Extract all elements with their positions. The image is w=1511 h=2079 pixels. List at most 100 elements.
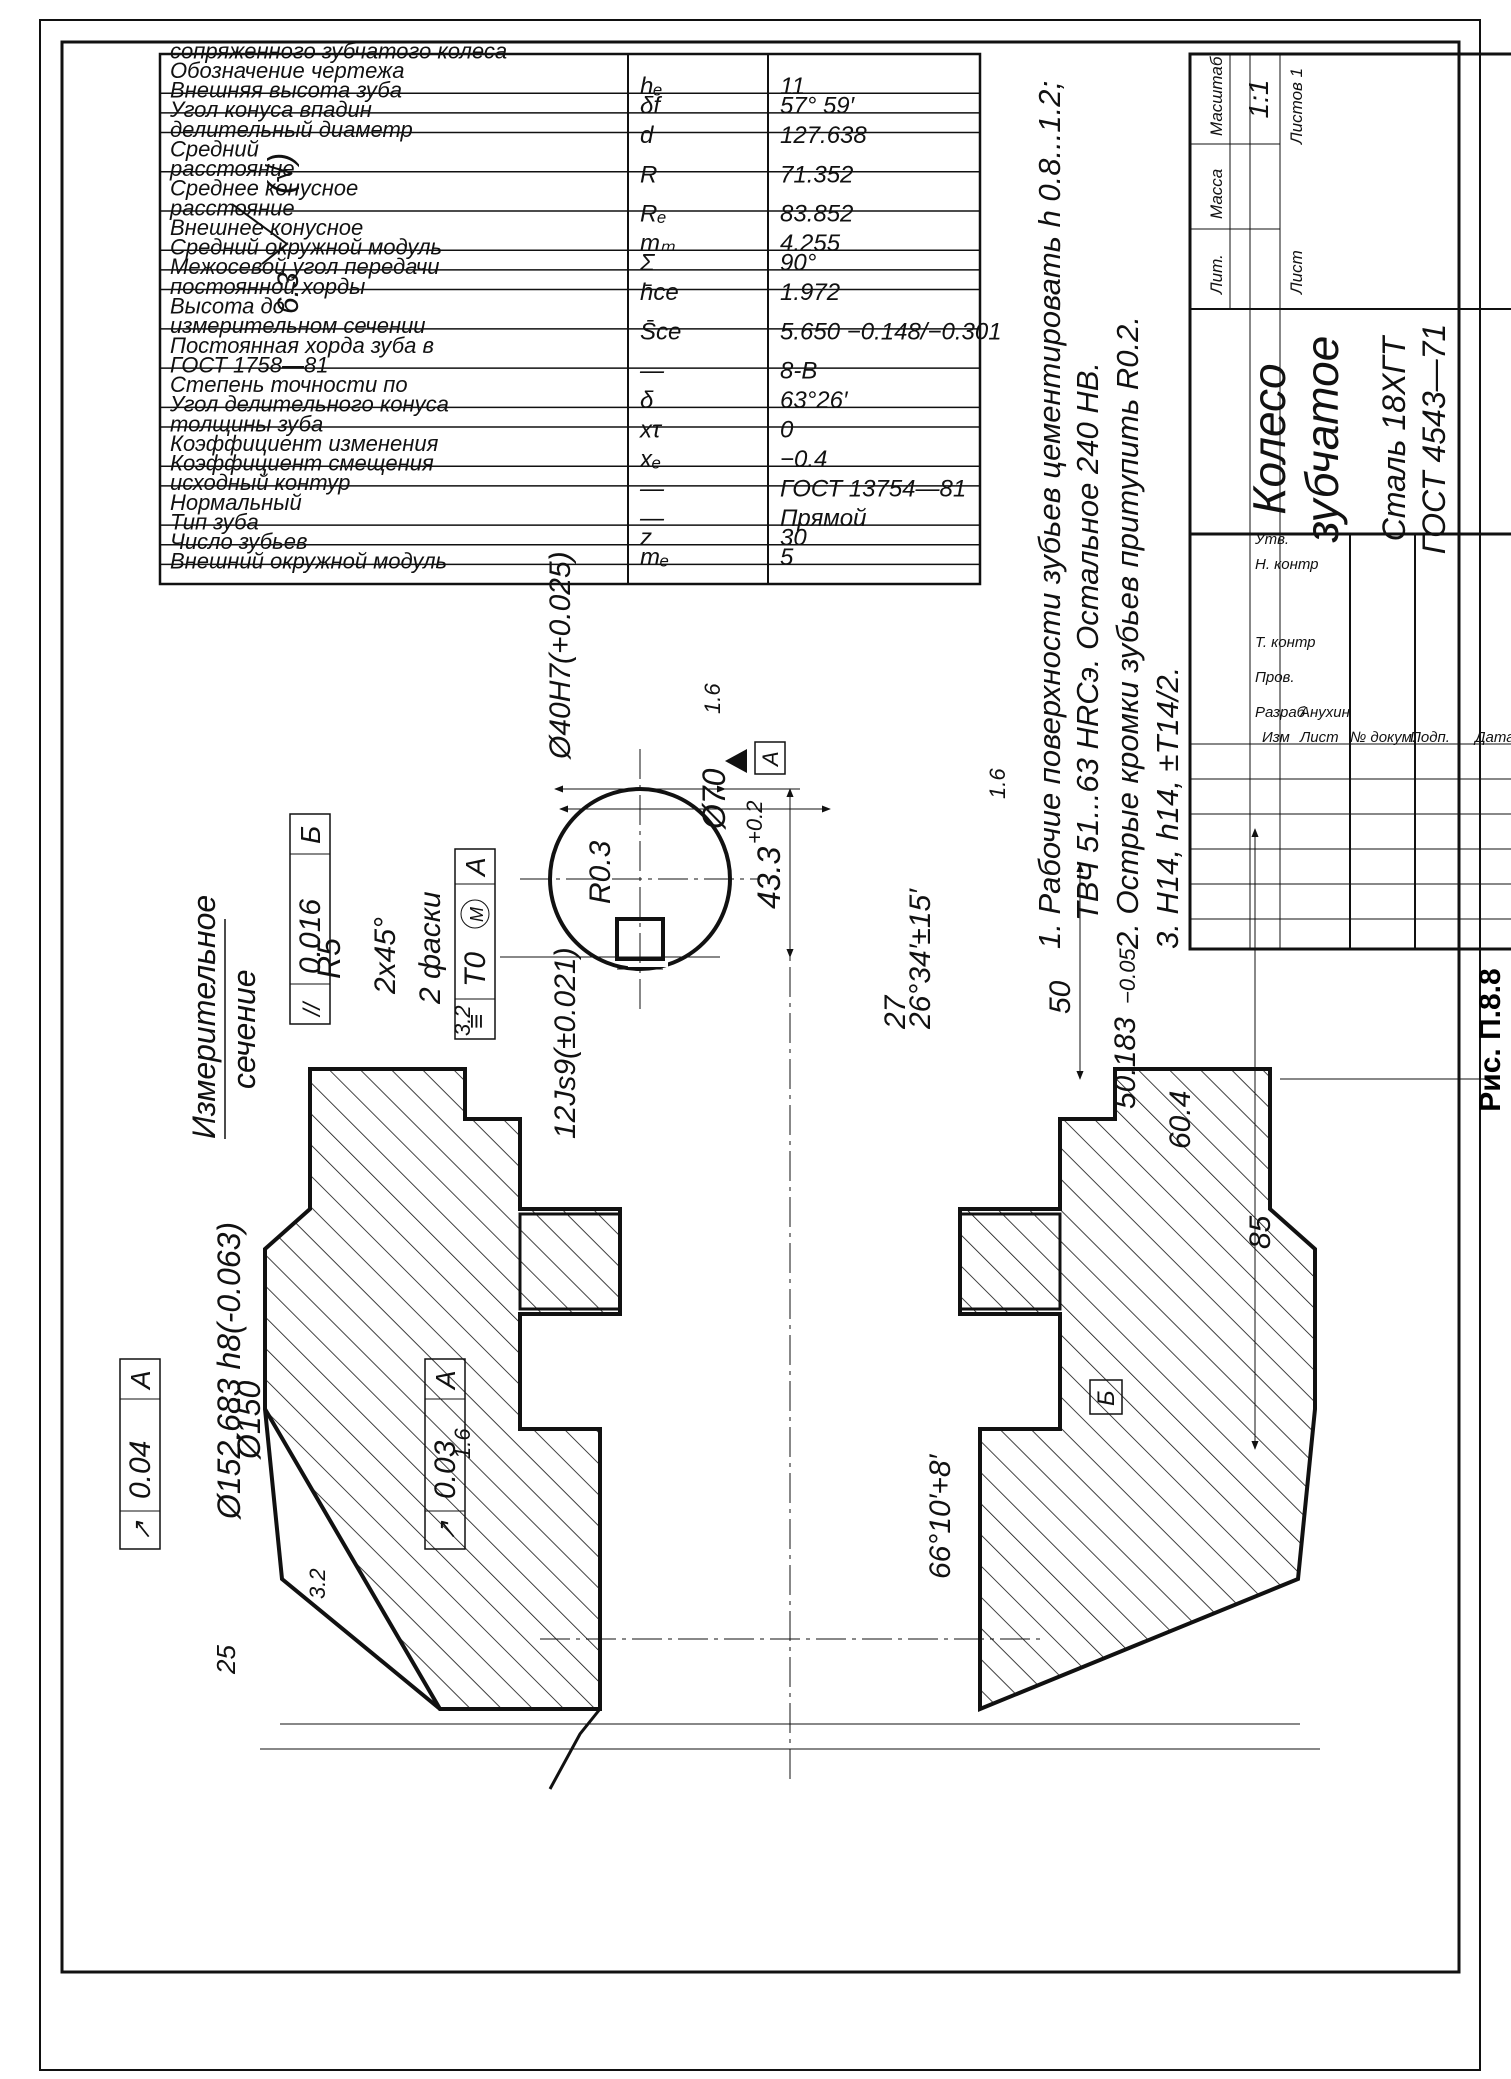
param-name: Обозначение чертежа [170,58,404,83]
param-name: Тип зуба [170,509,259,534]
runout-tolerance-back: ↗ 0.03 A [424,1358,466,1550]
param-value: −0.4 [780,446,827,473]
angle-back: 26°34′±15′ [904,888,937,1030]
material-line2: ГОСТ 4543—71 [1416,324,1452,555]
param-name: Средний окружной модуль [170,235,442,260]
param-name: Число зубьев [170,529,307,554]
param-symbol: — [639,475,665,502]
dim-50183: 50.183 [1109,1017,1142,1109]
param-name: Нормальный [170,490,302,515]
symmetry-symbol: ≡ [461,1014,491,1029]
radius-r5: R5 [311,938,347,979]
sign-row-label: Разраб [1255,704,1306,721]
runout-outer-symbol: ↗ [129,1520,156,1541]
rev-col-header: Подп. [1410,729,1450,746]
param-name: расстояние [169,195,295,220]
runout-tolerance-outer: ↗ 0.04 A [119,1358,161,1550]
keyway-depth: 43.3 [751,847,787,909]
dim-d70: Ø70 [696,768,732,830]
dim-d150: Ø150 [231,1381,267,1460]
param-value: 8-B [780,358,817,385]
dim-85: 85 [1244,1215,1277,1249]
gear-body-lower [958,1067,1317,1712]
roughness-keyway: 3.2 [450,1005,475,1036]
param-value: 11 [780,73,805,100]
param-symbol: h̄ce [640,279,679,306]
roughness-general: 6.3 [272,272,305,314]
hub-section-view: 43.3 +0.2 R0.3 12Js9(±0.021) Ø40H7(+0.02… [450,551,800,1139]
symmetry-tolerance: ≡ T0 M A [454,848,496,1040]
datum-a: A [758,751,783,768]
param-symbol: hₑ [640,73,663,100]
runout-back-value: 0.03 [429,1440,462,1499]
param-name: Угол конуса впадин [169,97,372,122]
technical-notes: 1. Рабочие поверхности зубьев цементиров… [1032,81,1185,950]
param-name: Коэффициент смещения [170,451,434,476]
param-name: Средний [170,136,259,161]
rev-col-header: Дата [1473,729,1511,746]
param-name: делительный диаметр [170,117,413,142]
param-symbol: R [640,161,657,188]
angle-cone: 66°10′+8′ [924,1453,957,1579]
param-value: 90° [780,250,817,277]
general-roughness: 6.3 (√) [231,153,305,314]
param-value: 63°26′ [780,387,849,414]
roughness-back: 1.6 [450,1428,475,1459]
sign-row-label: Н. контр [1255,556,1319,573]
drawing-frame [60,40,1461,1974]
param-symbol: mₘ [640,230,675,257]
param-symbol: δ [640,387,654,414]
param-name: Постоянная хорда зуба в [170,333,434,358]
keyway-radius: R0.3 [584,840,617,904]
note-1-cont: ТВЧ 51...63 HRCэ. Остальное 240 HB. [1070,362,1105,921]
note-3: 3. H14, h14, ±T14/2. [1150,667,1185,949]
rev-col-header: Изм [1262,729,1290,746]
note-2: 2. Острые кромки зубьев притупить R0.2. [1110,316,1145,950]
sheet-list: Лист [1287,250,1306,295]
param-name: измерительном сечении [170,313,426,338]
dim-604: 60.4 [1164,1091,1197,1149]
param-value: 30 [780,525,807,552]
param-symbol: — [639,505,665,532]
head-masshtab: Масштаб [1207,55,1226,136]
param-value: 71.352 [780,161,853,188]
gear-body-upper [263,1067,622,1711]
param-name: Угол делительного конуса [169,392,449,417]
sheet-listov: Листов 1 [1287,68,1306,145]
param-value: 5.650 −0.148/−0.301 [780,318,1002,345]
runout-back-base: A [430,1370,461,1391]
runout-back-symbol: ↗ [434,1520,461,1541]
chamfer-size: 2x45° [369,917,402,995]
param-symbol: mₑ [640,544,669,571]
chamfer-count: 2 фаски [414,891,447,1005]
param-name: Межосевой угол передачи [170,254,440,279]
param-value: 4.255 [780,230,841,257]
bore-diameter: Ø40H7(+0.025) [544,551,577,760]
head-lit: Лит. [1207,254,1226,295]
param-value: Прямой [780,505,866,532]
param-name: расстояние [169,156,295,181]
dim-27: 27 [879,994,912,1030]
part-name-line1: Колесо [1243,363,1295,514]
parallelism-tolerance: // 0.016 Б [289,813,331,1025]
roughness-bore: 1.6 [700,683,725,714]
param-symbol: — [639,358,665,385]
roughness-hub: 1.6 [985,768,1010,799]
caption-group: Рис. П.8.8 [1474,968,1507,1111]
scale-value: 1:1 [1243,80,1274,119]
parallel-value: 0.016 [294,899,327,974]
param-name: Высота до [170,294,285,319]
param-symbol: xτ [639,417,663,444]
dim-25: 25 [211,1645,241,1675]
roughness-flank: 3.2 [305,1568,330,1599]
param-value: 0 [780,417,794,444]
rev-col-header: № докум. [1350,729,1416,746]
param-name: толщины зуба [170,411,323,436]
sheet-frame [39,19,1481,2071]
keyway-width: 12Js9(±0.021) [549,947,582,1139]
sign-row-label: Т. контр [1255,634,1316,651]
